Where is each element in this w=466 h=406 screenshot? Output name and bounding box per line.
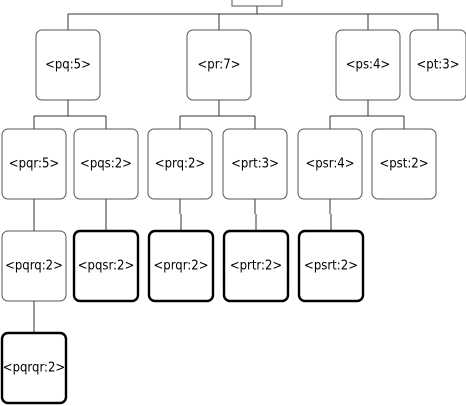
tree-edges bbox=[33, 6, 439, 333]
node-box bbox=[222, 229, 290, 303]
tree-node-pqs: <pqs:2> bbox=[73, 128, 139, 200]
node-label: <prt:3> bbox=[231, 157, 279, 172]
tree-node-psrt: <psrt:2> bbox=[297, 229, 365, 303]
node-label: <pst:2> bbox=[379, 157, 428, 172]
tree-node-pqrqr: <pqrqr:2> bbox=[0, 331, 68, 405]
node-box bbox=[0, 331, 68, 405]
root-node-box bbox=[231, 0, 283, 7]
node-label: <pqr:5> bbox=[9, 157, 59, 172]
tree-node-pqr: <pqr:5> bbox=[1, 128, 67, 200]
node-label: <pt:3> bbox=[417, 58, 460, 73]
node-box bbox=[371, 128, 437, 200]
node-box bbox=[72, 229, 140, 303]
tree-node-prqr: <prqr:2> bbox=[147, 229, 215, 303]
node-label: <pqrqr:2> bbox=[3, 361, 65, 376]
node-box bbox=[186, 29, 252, 101]
node-box bbox=[73, 128, 139, 200]
node-label: <pr:7> bbox=[198, 58, 241, 73]
node-label: <prqr:2> bbox=[154, 259, 209, 274]
tree-node-prq: <prq:2> bbox=[147, 128, 213, 200]
node-box bbox=[409, 29, 466, 101]
node-box bbox=[35, 29, 101, 101]
node-box bbox=[1, 230, 67, 302]
tree-node-pst: <pst:2> bbox=[371, 128, 437, 200]
node-label: <psr:4> bbox=[305, 157, 354, 172]
tree-node-prtr: <prtr:2> bbox=[222, 229, 290, 303]
tree-node-pqrq: <pqrq:2> bbox=[1, 230, 67, 302]
node-label: <pqrq:2> bbox=[5, 259, 63, 274]
node-label: <pq:5> bbox=[45, 58, 91, 73]
node-label: <psrt:2> bbox=[304, 259, 358, 274]
node-label: <pqsr:2> bbox=[78, 259, 135, 274]
node-box bbox=[147, 229, 215, 303]
node-box bbox=[297, 229, 365, 303]
tree-node-pr: <pr:7> bbox=[186, 29, 252, 101]
node-box bbox=[1, 128, 67, 200]
tree-node-ps: <ps:4> bbox=[335, 29, 401, 101]
node-label: <pqs:2> bbox=[80, 157, 132, 172]
node-label: <ps:4> bbox=[346, 58, 391, 73]
node-box bbox=[335, 29, 401, 101]
node-label: <prtr:2> bbox=[230, 259, 282, 274]
node-label: <prq:2> bbox=[155, 157, 205, 172]
tree-node-pqsr: <pqsr:2> bbox=[72, 229, 140, 303]
tree-node-pq: <pq:5> bbox=[35, 29, 101, 101]
node-box bbox=[147, 128, 213, 200]
tree-node-pt: <pt:3> bbox=[409, 29, 466, 101]
node-box bbox=[222, 128, 288, 200]
tree-node-prt: <prt:3> bbox=[222, 128, 288, 200]
node-box bbox=[297, 128, 363, 200]
tree-node-psr: <psr:4> bbox=[297, 128, 363, 200]
